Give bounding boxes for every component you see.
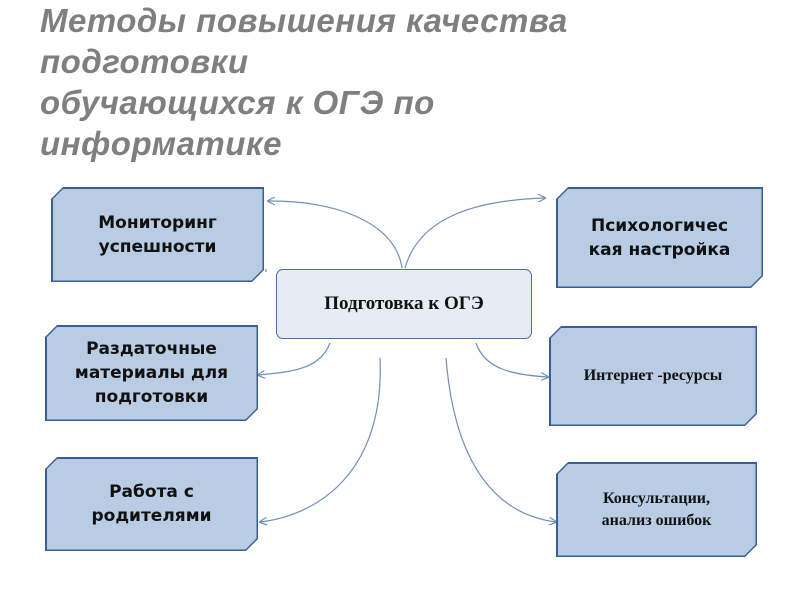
node-monitoring-label: Мониторинг успешности (98, 212, 217, 257)
connector-handouts (258, 342, 331, 375)
node-internet: Интернет -ресурсы (549, 326, 757, 426)
node-handouts: Раздаточные материалы для подготовки (45, 325, 258, 421)
center-node: Подготовка к ОГЭ (276, 269, 532, 339)
connector-psychology (404, 198, 545, 269)
title-line-4: информатике (40, 125, 283, 162)
page-title: Методы повышения качества подготовки обу… (40, 0, 780, 164)
node-parents-label: Работа с родителями (91, 482, 212, 526)
title-line-1: Методы повышения качества (40, 2, 568, 39)
node-consultations-label: Консультации, анализ ошибок (601, 489, 712, 529)
center-node-label: Подготовка к ОГЭ (324, 293, 484, 314)
title-line-3: обучающихся к ОГЭ по (40, 84, 435, 121)
node-internet-label: Интернет -ресурсы (583, 367, 723, 384)
node-psychology-label: Психологичес кая настройка (588, 215, 731, 260)
node-consultations: Консультации, анализ ошибок (556, 462, 757, 557)
node-monitoring: Мониторинг успешности (51, 187, 264, 282)
connector-monitoring (268, 201, 403, 269)
connector-internet (475, 342, 548, 377)
node-handouts-label: Раздаточные материалы для подготовки (74, 339, 229, 407)
node-parents: Работа с родителями (45, 457, 258, 551)
title-line-2: подготовки (40, 43, 249, 80)
connector-parents (260, 357, 381, 522)
node-psychology: Психологичес кая настройка (556, 187, 763, 288)
connector-consultations (445, 357, 556, 522)
